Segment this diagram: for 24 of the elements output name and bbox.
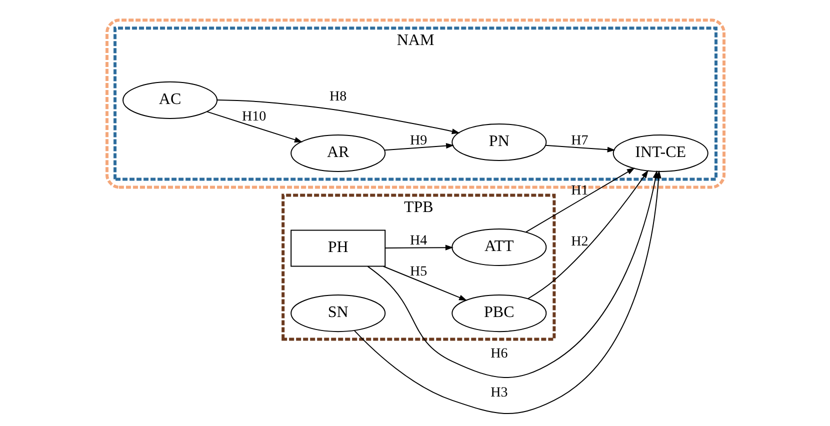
node-ellipse: ATT	[451, 228, 546, 266]
edge-label: H9	[410, 133, 427, 148]
arrow	[382, 266, 467, 301]
node-ellipse: AC	[122, 81, 218, 119]
node-ellipse: INT-CE	[612, 134, 708, 172]
edge-label: H4	[410, 233, 427, 248]
arrow	[216, 100, 460, 134]
edge-label: H7	[570, 133, 588, 148]
node-ellipse: SN	[290, 294, 386, 332]
edge-label: H8	[329, 89, 346, 104]
arrow	[206, 111, 302, 142]
arrow	[527, 170, 648, 300]
arrow	[384, 244, 453, 250]
arrow	[525, 168, 634, 232]
arrow	[544, 144, 615, 152]
edge-label: H2	[570, 234, 588, 250]
edge-label: H10	[242, 109, 266, 124]
edge-label: H5	[410, 264, 427, 280]
edge-label: H6	[490, 346, 508, 362]
node-box: PH	[290, 230, 386, 267]
arrow	[384, 143, 454, 151]
node-ellipse: AR	[290, 134, 386, 172]
edge-label: H1	[570, 183, 588, 198]
edge-label: H3	[490, 386, 508, 401]
